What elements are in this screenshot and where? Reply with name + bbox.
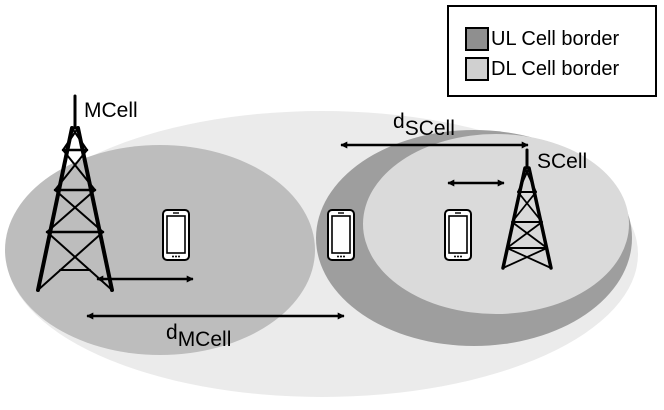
scell-dl-region <box>363 134 629 314</box>
mcell-tower-icon <box>36 94 114 292</box>
d-scell-label: dSCell <box>393 110 455 140</box>
legend: UL Cell border DL Cell border <box>447 5 657 97</box>
legend-item-dl: DL Cell border <box>465 57 619 81</box>
dl-swatch <box>465 57 489 81</box>
user-equipment-3-icon <box>444 209 472 261</box>
mcell-label: MCell <box>84 99 138 122</box>
user-equipment-1-icon <box>162 209 190 261</box>
legend-item-ul: UL Cell border <box>465 27 619 51</box>
legend-label-ul: UL Cell border <box>491 28 620 50</box>
d-mcell-label: dMCell <box>166 321 231 351</box>
scell-label: SCell <box>537 150 587 173</box>
ul-swatch <box>465 27 489 51</box>
mcell-coverage-region <box>5 145 315 355</box>
legend-label-dl: DL Cell border <box>491 58 620 80</box>
scell-tower-icon <box>501 148 553 270</box>
user-equipment-2-icon <box>327 209 355 261</box>
